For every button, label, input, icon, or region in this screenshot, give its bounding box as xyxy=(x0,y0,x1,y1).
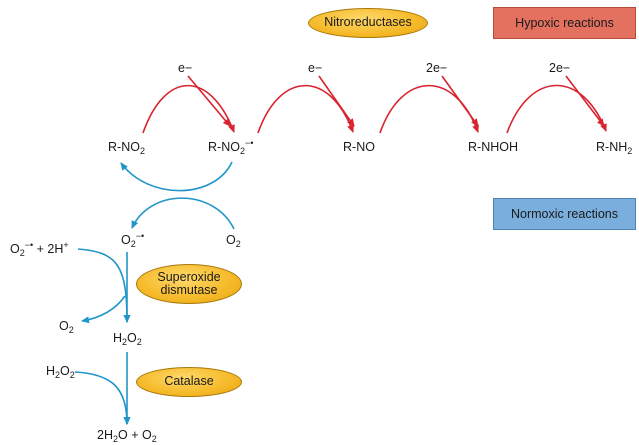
enzyme-nitroreductases: Nitroreductases xyxy=(308,8,428,38)
arc-superoxide-to-h2o2 xyxy=(77,248,131,323)
legend-hypoxic: Hypoxic reactions xyxy=(493,7,636,39)
arc-nhoh-to-nh2 xyxy=(506,84,607,134)
arc-radical-to-no xyxy=(257,84,354,134)
compound-r-no: R-NO xyxy=(343,140,375,154)
arc-to-oxygen-out xyxy=(81,295,126,324)
arc-radical-back-to-no2 xyxy=(120,161,233,192)
compound-superoxide: O2−• xyxy=(121,231,145,249)
electron-label-3: 2e− xyxy=(426,61,448,75)
compound-superoxide-plus-h: O2−• + 2H+ xyxy=(10,240,69,258)
legend-normoxic: Normoxic reactions xyxy=(493,198,636,230)
compound-r-nh2: R-NH2 xyxy=(596,140,633,156)
electron-arrow-4 xyxy=(565,75,605,127)
compound-r-no2: R-NO2 xyxy=(108,140,145,156)
compound-oxygen-out: O2 xyxy=(59,319,74,335)
electron-label-1: e− xyxy=(178,61,193,75)
electron-arrow-2 xyxy=(318,75,355,127)
arc-oxygen-to-superoxide xyxy=(131,197,235,230)
compound-r-no2-radical: R-NO2−• xyxy=(208,138,254,156)
enzyme-catalase: Catalase xyxy=(136,367,242,397)
enzyme-superoxide-dismutase: Superoxide dismutase xyxy=(136,264,242,304)
electron-label-2: e− xyxy=(308,61,323,75)
compound-r-nhoh: R-NHOH xyxy=(468,140,518,154)
electron-arrow-3 xyxy=(441,75,479,127)
compound-oxygen-in: O2 xyxy=(226,233,241,249)
arc-no2-to-radical xyxy=(142,84,235,134)
electron-arrow-1 xyxy=(187,75,231,127)
electron-label-4: 2e− xyxy=(549,61,571,75)
arc-no-to-nhoh xyxy=(379,84,479,134)
compound-h2o2-left: H2O2 xyxy=(46,364,75,380)
compound-h2o2-mid: H2O2 xyxy=(113,331,142,347)
arc-h2o2-left-to-products xyxy=(74,371,131,425)
compound-products: 2H2O + O2 xyxy=(97,428,157,444)
